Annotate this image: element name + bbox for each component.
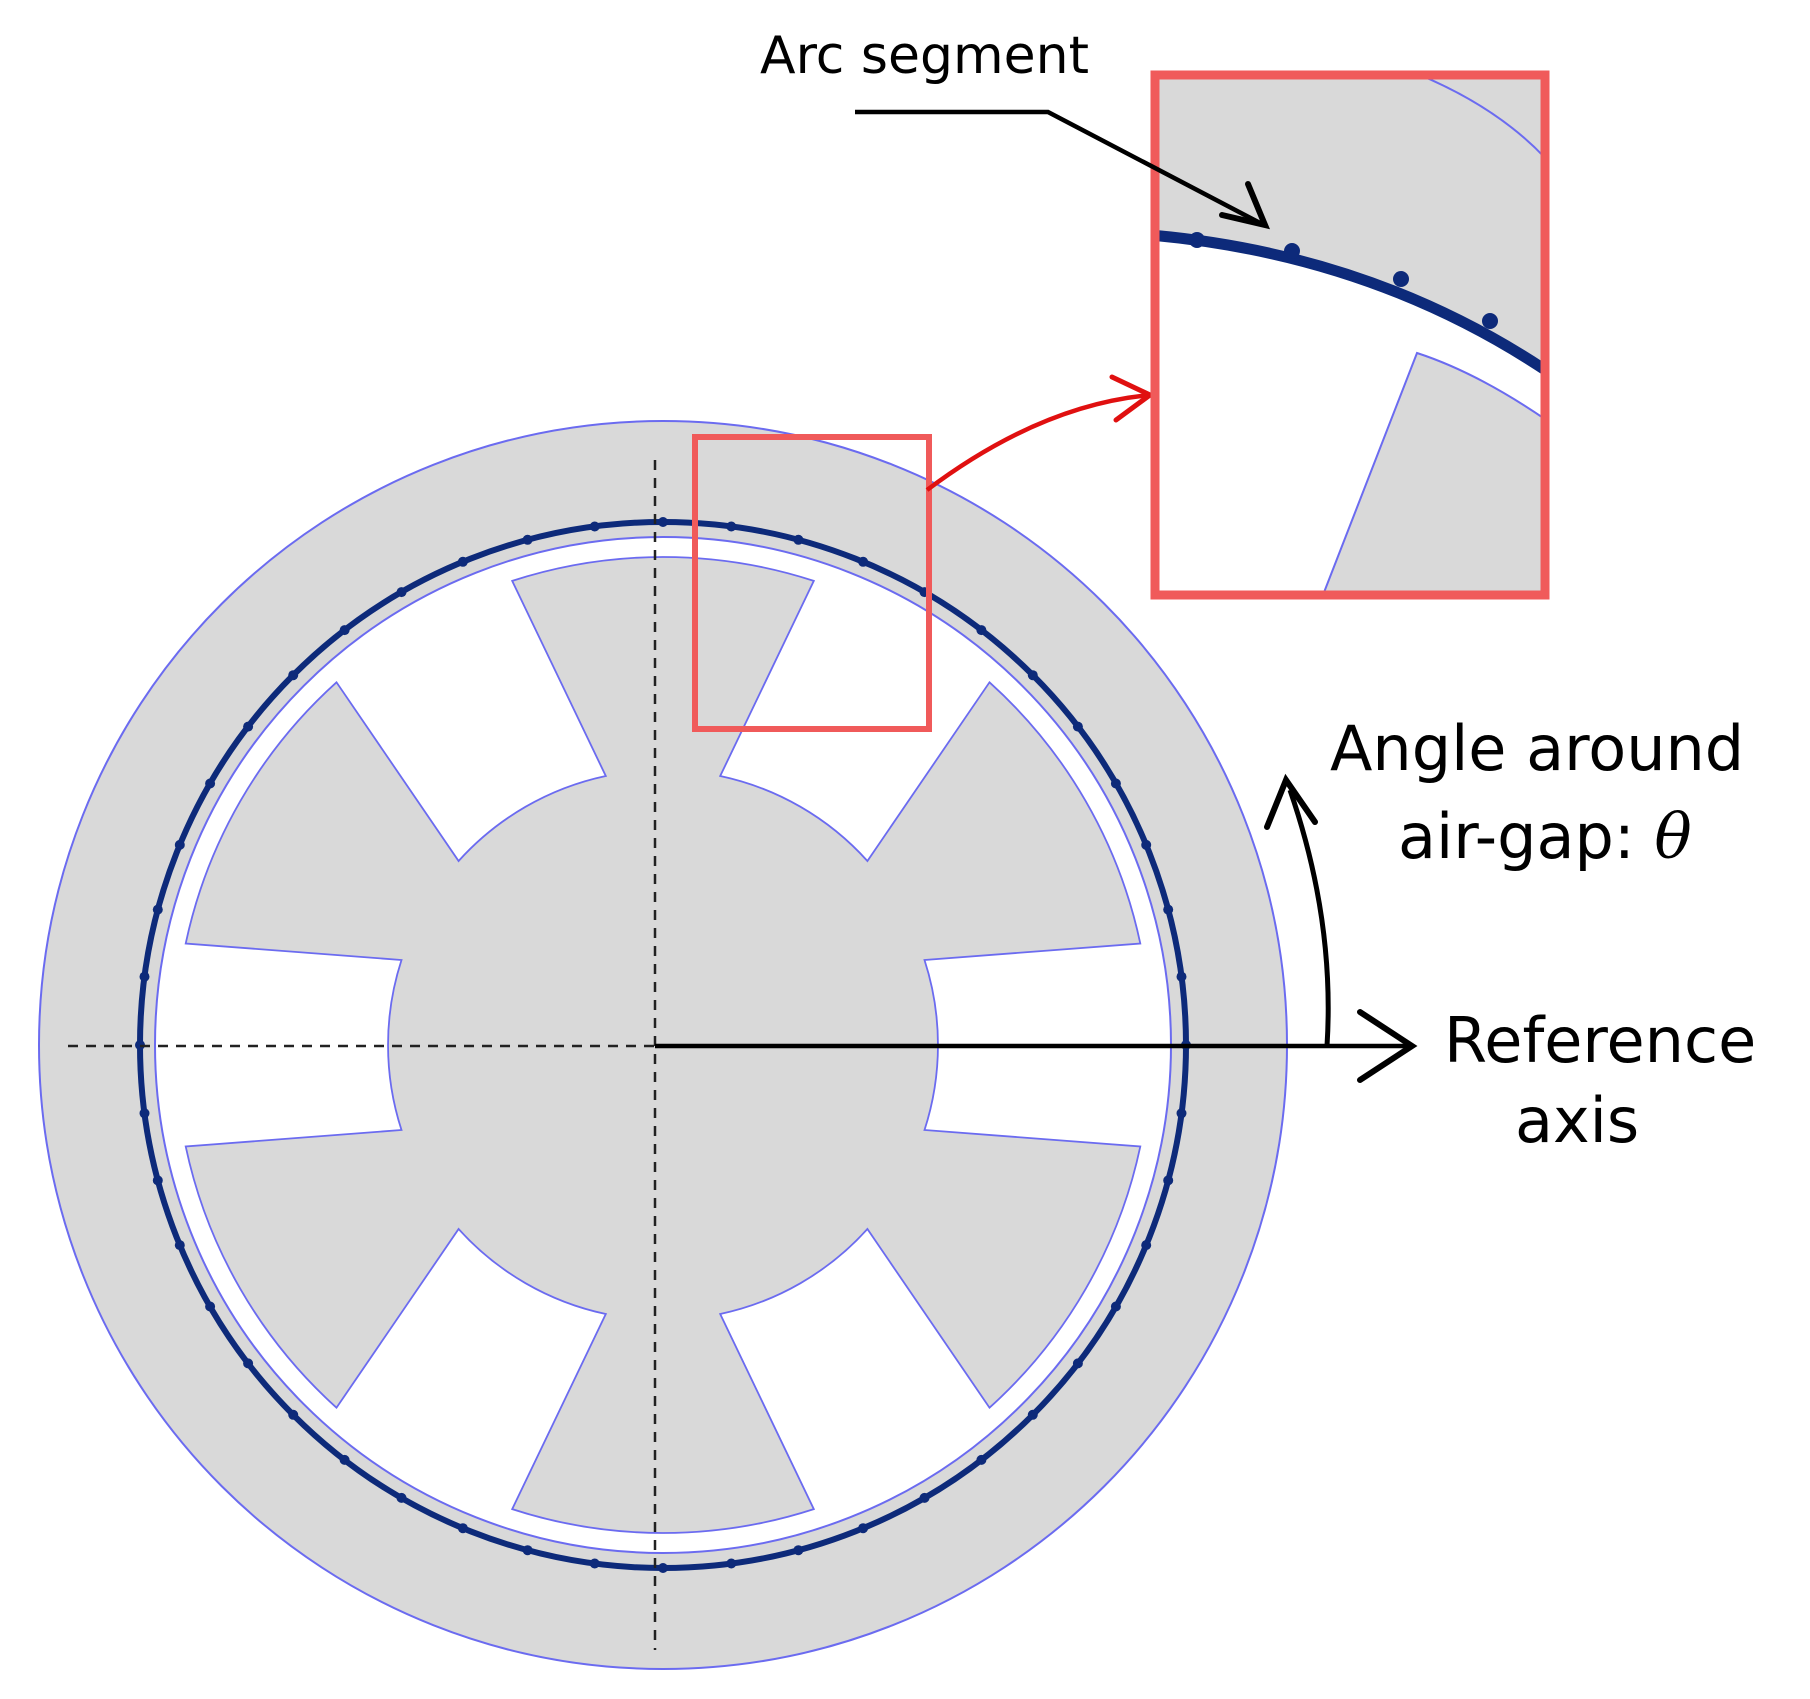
arc-node (174, 839, 185, 850)
arc-node (1163, 1175, 1174, 1186)
arc-node (726, 1558, 737, 1569)
arc-node (396, 1492, 407, 1503)
zoom-callout-arrow (925, 392, 1151, 492)
arc-segment-pointer-head (1219, 181, 1271, 230)
arc-node (1072, 721, 1083, 732)
arc-node (589, 1558, 600, 1569)
theta-symbol: θ (1654, 800, 1691, 873)
angle-label-line2: air-gap: θ (1398, 800, 1692, 873)
arc-node (205, 1301, 216, 1312)
arc-node (919, 1492, 930, 1503)
zoom-inset (1150, 70, 1550, 600)
arc-node (522, 1545, 533, 1556)
reference-axis-label-line1: Reference (1444, 1004, 1756, 1077)
arc-node (457, 556, 468, 567)
arc-node (522, 534, 533, 545)
arc-node (858, 1523, 869, 1534)
highlight-box (692, 434, 932, 732)
zoom-inset-frame (1150, 70, 1550, 600)
angle-label-line1: Angle around (1330, 712, 1744, 785)
arc-node (288, 670, 299, 681)
arc-node (339, 625, 350, 636)
zoom-arc-segment (1155, 229, 1545, 377)
arc-node (1110, 1301, 1121, 1312)
arc-node (1072, 1358, 1083, 1369)
arc-node (1141, 1240, 1152, 1251)
arc-node (1176, 971, 1187, 982)
zoom-rotor-pole (1323, 353, 1545, 595)
arc-segment-pointer (855, 109, 1264, 226)
arc-node (1027, 670, 1038, 681)
arc-node (174, 1240, 185, 1251)
zoom-callout-arrowhead (1109, 374, 1155, 423)
arc-node (976, 625, 987, 636)
arc-node (726, 521, 737, 532)
arc-node (139, 971, 150, 982)
arc-node (457, 1523, 468, 1534)
arc-node (1141, 839, 1152, 850)
arc-node (976, 1454, 987, 1465)
arc-node (1176, 1108, 1187, 1119)
zoom-rotor-pole-edge (1322, 351, 1545, 595)
arc-node (793, 534, 804, 545)
arc-node (243, 721, 254, 732)
arc-node (658, 517, 668, 527)
arc-node (658, 1563, 668, 1573)
arc-node (288, 1409, 299, 1420)
arc-node (152, 904, 163, 915)
arc-node (139, 1108, 150, 1119)
angle-arrow (1287, 789, 1331, 1047)
arc-node (1027, 1409, 1038, 1420)
arc-node (396, 587, 407, 598)
zoom-stator-region (1155, 75, 1545, 370)
arc-node (1110, 778, 1121, 789)
angle-arrowhead (1264, 773, 1318, 830)
arc-node (589, 521, 600, 532)
arc-segment-label: Arc segment (760, 26, 1089, 86)
zoom-arc-nodes (1189, 232, 1498, 329)
arc-node (793, 1545, 804, 1556)
arc-node (205, 778, 216, 789)
arc-node (243, 1358, 254, 1369)
arc-node (858, 556, 869, 567)
reference-axis-arrowhead (1357, 1009, 1418, 1083)
reference-axis-label-line2: axis (1515, 1084, 1639, 1157)
arc-node (1163, 904, 1174, 915)
arc-node (152, 1175, 163, 1186)
arc-node (339, 1454, 350, 1465)
angle-label-prefix: air-gap: (1398, 800, 1654, 873)
